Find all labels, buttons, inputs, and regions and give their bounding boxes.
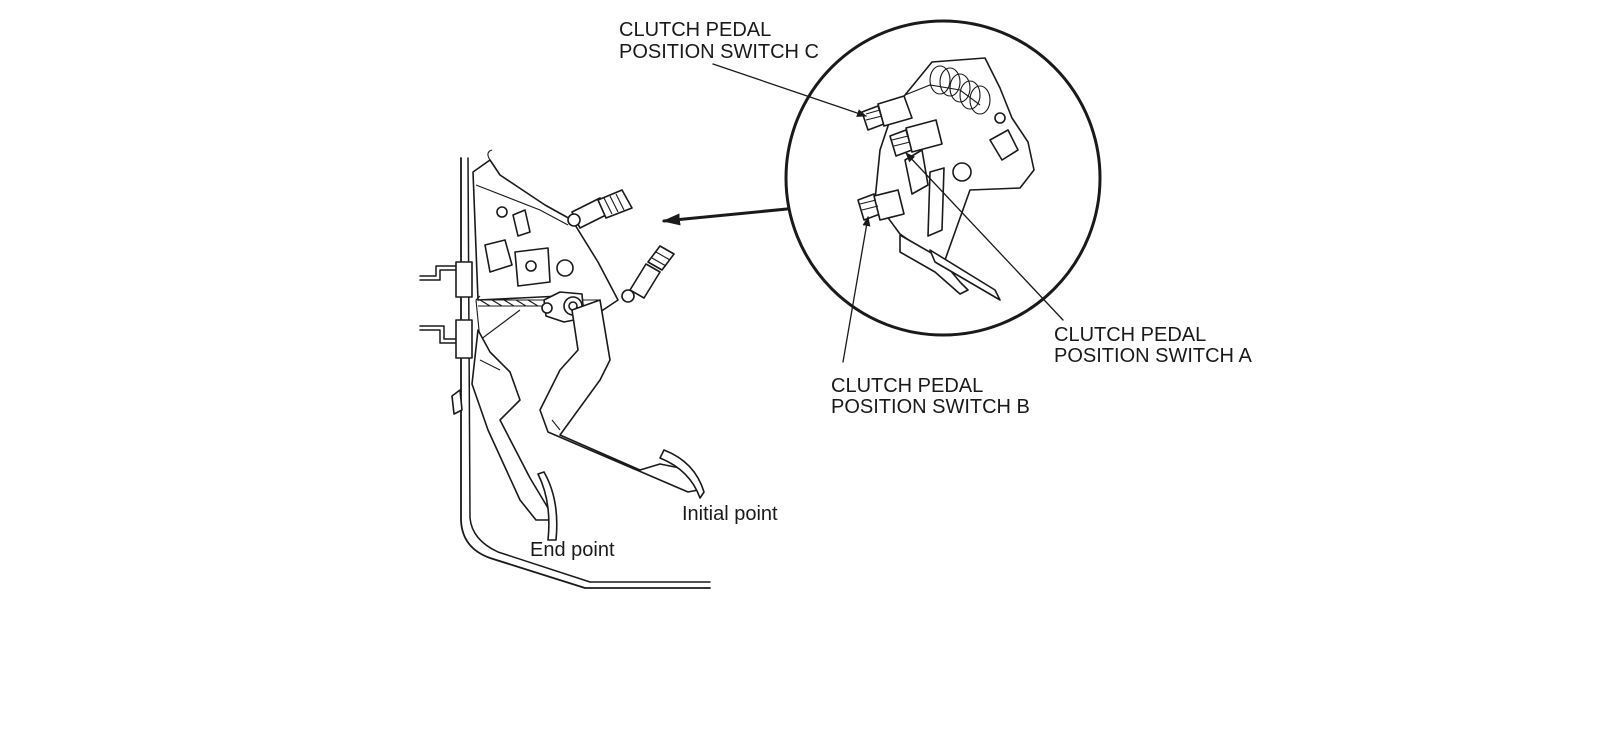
label-switch-c-line1: CLUTCH PEDAL [619,19,771,41]
pedal-arm-end [471,329,553,521]
leader-switch-c [712,63,867,117]
dash-panel-step [419,269,459,281]
label-switch-c-line2: POSITION SWITCH C [619,41,819,63]
detail-view [784,19,1102,337]
label-end-point: End point [530,539,615,561]
return-spring-icon [929,65,991,115]
label-switch-a: CLUTCH PEDAL POSITION SWITCH A [1054,324,1252,367]
leader-switch-b [842,216,871,363]
bracket-switch-lower [621,245,675,303]
firewall-outline [460,157,711,589]
leader-switch-a [905,152,1064,321]
pedal-bracket [472,159,619,313]
label-switch-c: CLUTCH PEDAL POSITION SWITCH C [619,19,819,63]
switch-b-detail [857,189,905,221]
switch-a-detail [889,119,943,157]
label-switch-b: CLUTCH PEDAL POSITION SWITCH B [831,375,1030,418]
pedal-assembly [419,149,711,589]
pedal-pad-initial [659,449,705,499]
label-switch-a-line2: POSITION SWITCH A [1054,345,1252,367]
switch-c-detail [861,95,913,131]
label-switch-a-line1: CLUTCH PEDAL [1054,324,1206,346]
label-initial-point: Initial point [682,503,778,525]
label-switch-b-line1: CLUTCH PEDAL [831,375,983,397]
pedal-pad-end [537,471,558,541]
label-switch-b-line2: POSITION SWITCH B [831,396,1030,418]
bracket-switch-upper [567,189,633,229]
detail-pointer-arrow [662,207,789,226]
